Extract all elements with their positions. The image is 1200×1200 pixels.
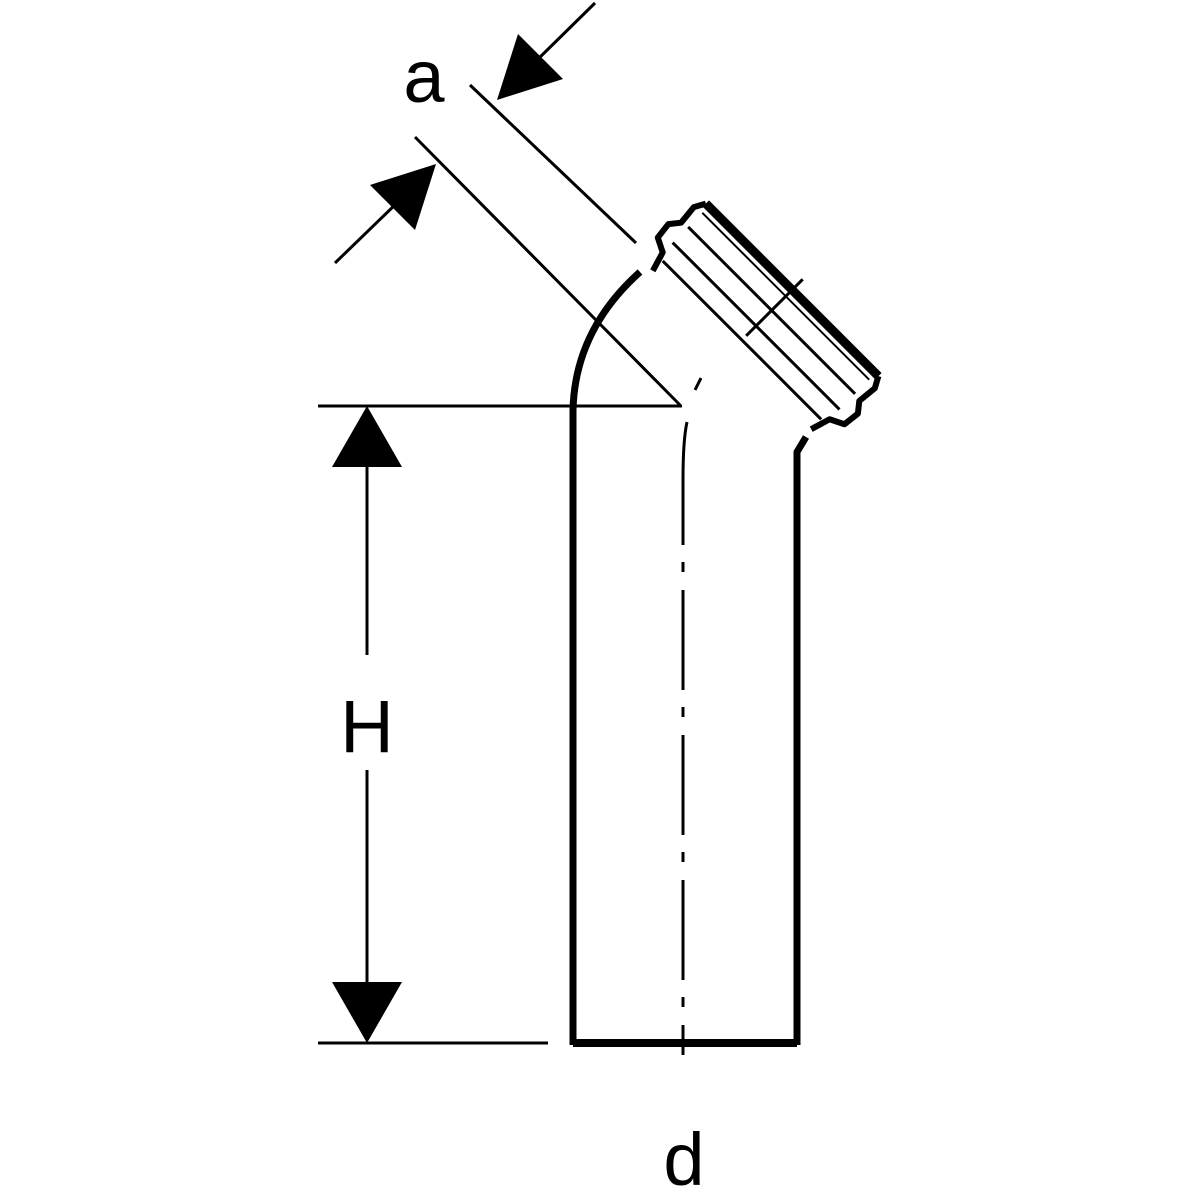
arrow-head bbox=[370, 164, 436, 230]
label-d: d bbox=[663, 1118, 704, 1200]
extension-line bbox=[413, 135, 682, 407]
arrow-head bbox=[332, 982, 402, 1043]
pipe-body bbox=[569, 269, 810, 1047]
arrow-head bbox=[497, 34, 563, 100]
dimension-H bbox=[318, 404, 682, 1045]
center-line bbox=[681, 377, 703, 1055]
socket bbox=[650, 200, 882, 432]
arrow-head bbox=[332, 406, 402, 467]
socket-centerline bbox=[745, 278, 804, 337]
label-H: H bbox=[340, 685, 393, 768]
pipe-right-wall bbox=[793, 435, 810, 1045]
extension-line bbox=[468, 83, 638, 245]
label-a: a bbox=[403, 35, 445, 118]
pipe-left-wall bbox=[569, 269, 643, 1045]
dimension-a bbox=[333, 1, 682, 407]
